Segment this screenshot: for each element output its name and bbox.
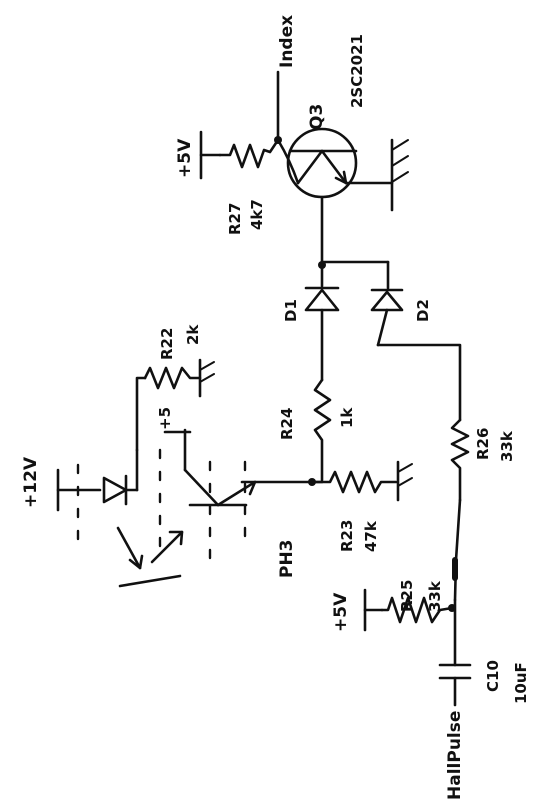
light-arrows xyxy=(116,526,184,588)
r22-wire xyxy=(135,376,147,452)
label-ph3: PH3 xyxy=(277,539,297,578)
r24-resistor xyxy=(313,378,332,482)
d2-to-r26-wire xyxy=(376,343,462,422)
ground-symbol-r23 xyxy=(396,460,413,502)
r25-resistor xyxy=(380,596,454,624)
label-q3-part: 2SC2021 xyxy=(348,34,366,108)
ph3-led xyxy=(102,448,139,506)
label-hall-pulse: HallPulse xyxy=(445,711,465,800)
label-r24-name: R24 xyxy=(278,408,296,440)
label-r26-value: 33k xyxy=(498,430,516,462)
label-r23-value: 47k xyxy=(362,520,380,552)
label-r27-value: 4k7 xyxy=(248,199,266,230)
ground-symbol-q3 xyxy=(390,138,409,212)
label-c10-value: 10uF xyxy=(512,662,530,704)
label-r25-value: 33k xyxy=(426,580,444,612)
label-p5v-bottom: +5V xyxy=(331,592,351,632)
r27-resistor xyxy=(218,138,280,169)
q3-body xyxy=(286,127,358,199)
q3-transistor xyxy=(286,127,358,199)
label-p5v-top: +5V xyxy=(175,138,195,178)
ground-symbol-r22 xyxy=(198,358,215,398)
label-r24-value: 1k xyxy=(338,407,356,428)
r23-resistor xyxy=(310,470,398,494)
p5v-bottom-rail xyxy=(363,588,384,632)
label-d1: D1 xyxy=(282,299,300,322)
label-d2: D2 xyxy=(414,299,432,322)
label-r27-name: R27 xyxy=(226,203,244,235)
label-r25-name: R25 xyxy=(398,580,416,612)
label-p5v-ph: +5 xyxy=(156,407,174,430)
q3-collector-wire xyxy=(276,138,300,185)
r26-resistor xyxy=(450,418,470,502)
label-r23-name: R23 xyxy=(338,520,356,552)
q3-collector-leg xyxy=(296,149,324,185)
label-c10-name: C10 xyxy=(484,660,502,692)
d1-diode xyxy=(304,263,340,382)
label-p12v: +12V xyxy=(21,456,41,508)
c10-capacitor xyxy=(438,663,472,707)
ph3-phototransistor xyxy=(183,428,257,507)
label-r22-value: 2k xyxy=(184,324,202,345)
label-q3-name: Q3 xyxy=(307,104,327,130)
label-r26-name: R26 xyxy=(474,428,492,460)
d2-diode xyxy=(370,260,404,347)
r26-to-node-wire xyxy=(453,498,462,602)
label-index: Index xyxy=(277,15,297,68)
p5v-top-rail xyxy=(199,130,222,180)
ph3-enclosure xyxy=(76,448,247,562)
r22-resistor xyxy=(143,366,202,390)
q3-emitter-leg xyxy=(320,149,348,185)
label-r22-name: R22 xyxy=(158,328,176,360)
